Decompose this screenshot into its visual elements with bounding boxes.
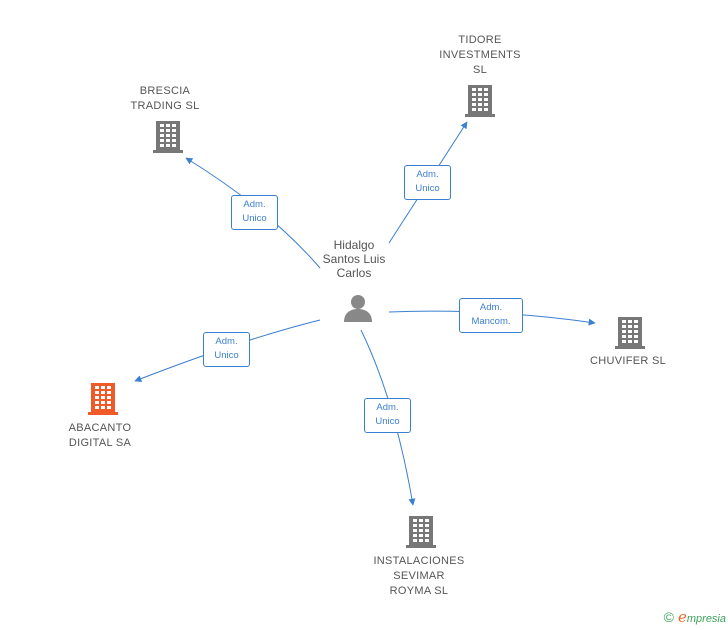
person-icon[interactable]: [343, 293, 373, 323]
building-icon[interactable]: [405, 515, 437, 549]
person-name-line-1: Hidalgo: [333, 238, 375, 252]
relation-label-tidore: Adm. Unico: [404, 165, 451, 200]
relation-type: Unico: [415, 183, 440, 194]
relation-label-instalaciones: Adm. Unico: [364, 398, 411, 433]
brand-name: mpresia: [686, 613, 726, 625]
company-name-line: TRADING SL: [130, 100, 200, 112]
brand-initial: e: [677, 608, 687, 626]
relation-role: Adm.: [376, 402, 399, 413]
building-icon[interactable]: [87, 382, 119, 416]
person-name[interactable]: Hidalgo Santos Luis Carlos: [308, 238, 400, 280]
company-label-instalaciones[interactable]: INSTALACIONES SEVIMAR ROYMA SL: [359, 554, 479, 599]
relation-type: Unico: [375, 416, 400, 427]
company-label-abacanto[interactable]: ABACANTO DIGITAL SA: [45, 421, 155, 451]
company-label-chuvifer[interactable]: CHUVIFER SL: [578, 354, 678, 369]
company-name-line: CHUVIFER SL: [589, 355, 667, 367]
company-name-line: INSTALACIONES: [373, 555, 465, 567]
company-name-line: ROYMA SL: [389, 585, 449, 597]
relation-role: Adm.: [479, 302, 503, 313]
copyright-icon: ©: [663, 609, 674, 625]
company-name-line: SL: [472, 64, 488, 76]
company-name-line: BRESCIA: [139, 85, 191, 97]
company-name-line: TIDORE: [458, 34, 502, 46]
company-name-line: SEVIMAR: [393, 570, 445, 582]
company-name-line: ABACANTO: [68, 422, 132, 434]
empresia-brand[interactable]: ©empresia: [664, 608, 726, 626]
relation-type: Unico: [214, 350, 239, 361]
building-icon[interactable]: [464, 84, 496, 118]
relation-role: Adm.: [243, 199, 266, 210]
company-name-line: DIGITAL SA: [68, 437, 132, 449]
building-icon[interactable]: [614, 316, 646, 350]
relation-role: Adm.: [215, 336, 238, 347]
relation-label-abacanto: Adm. Unico: [203, 332, 250, 367]
relation-type: Mancom.: [471, 316, 511, 327]
person-name-line-2: Santos Luis: [322, 252, 386, 266]
relation-label-brescia: Adm. Unico: [231, 195, 278, 230]
building-icon[interactable]: [152, 120, 184, 154]
relation-type: Unico: [242, 213, 267, 224]
company-label-brescia[interactable]: BRESCIA TRADING SL: [110, 84, 220, 114]
person-name-line-3: Carlos: [336, 266, 372, 280]
relation-label-chuvifer: Adm. Mancom.: [459, 298, 523, 333]
company-name-line: INVESTMENTS: [439, 49, 521, 61]
company-label-tidore[interactable]: TIDORE INVESTMENTS SL: [420, 33, 540, 78]
relation-role: Adm.: [416, 169, 439, 180]
